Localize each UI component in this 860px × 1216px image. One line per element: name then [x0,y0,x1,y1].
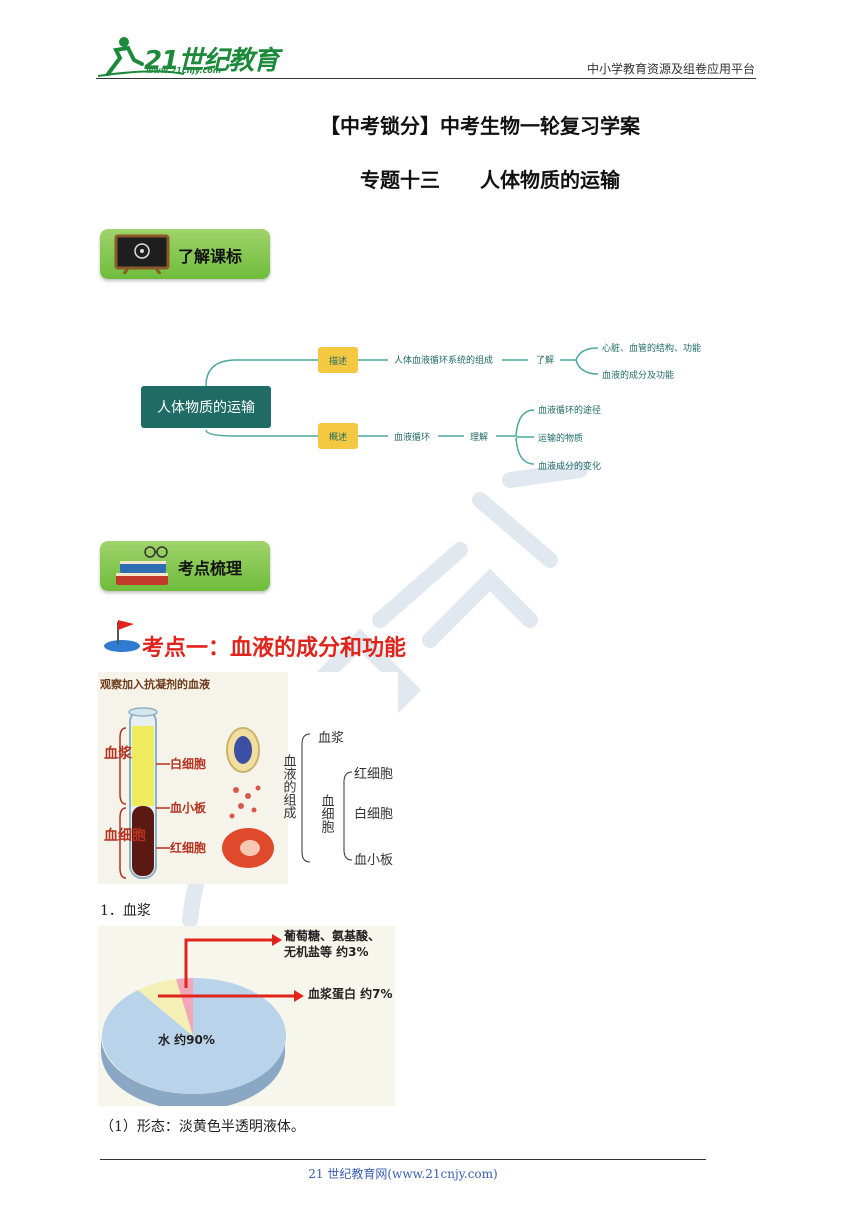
cell-type: 血小板 [354,853,393,868]
pie-label-others-1: 葡萄糖、氨基酸、 [283,928,380,943]
mindmap-root: 人体物质的运输 [157,400,255,416]
blood-composition-figure: 观察加入抗凝剂的血液 血浆 血细胞 白细胞 血小板 红细胞 血液的组成 血浆 血… [98,672,398,884]
arrow-label: 红细胞 [170,840,206,855]
flag-icon [104,620,140,652]
header-platform-text: 中小学教育资源及组卷应用平台 [586,62,755,76]
mindmap: 人体物质的运输 描述 概述 人体血液循环系统的组成 了解 心脏、血管的结构、功能… [141,342,701,472]
mindmap-root-box [141,386,271,428]
mindmap-tag-bottom: 概述 [329,431,347,443]
composition-label: 血液的组成 [281,754,297,820]
mindmap-leaf: 血液的成分及功能 [602,369,674,381]
footer-text: 21 世纪教育网(www.21cnjy.com) [308,1167,498,1181]
mindmap-verb-top: 了解 [536,354,554,366]
cells-label: 血细胞 [319,794,335,833]
logo-runner-icon [97,37,185,77]
left-label-plasma: 血浆 [104,745,133,762]
pie-slice-others [176,978,193,1036]
cell-type: 红细胞 [354,766,393,782]
footer-divider [100,1159,706,1160]
item-plasma-form: （1）形态：淡黄色半透明液体。 [100,1119,305,1135]
pie-label-water: 水 约90% [158,1032,215,1047]
section-understand-standard: 了解课标 [100,229,270,279]
mindmap-topic-top: 人体血液循环系统的组成 [394,354,493,366]
plasma-composition-pie: 葡萄糖、氨基酸、 无机盐等 约3% 血浆蛋白 约7% 水 约90% [98,926,395,1106]
pie-label-others-2: 无机盐等 约3% [283,944,369,959]
pie-slice-water [102,977,287,1094]
mindmap-verb-bottom: 理解 [470,431,488,443]
header-divider [96,78,756,79]
books-icon [116,546,168,585]
platelets-image [229,785,261,819]
item-plasma-heading: 1．血浆 [100,903,151,919]
logo-text: 21世纪教育 [144,46,279,76]
mindmap-leaf: 心脏、血管的结构、功能 [602,342,701,354]
figure-caption: 观察加入抗凝剂的血液 [100,677,211,691]
section-key-points: 考点梳理 [100,541,270,591]
arrow-label: 血小板 [170,800,207,815]
left-cells-text: 血细胞 [104,827,146,844]
plasma-label: 血浆 [318,731,344,746]
mindmap-tag-bottom-box [318,423,358,449]
mindmap-topic-bottom: 血液循环 [394,431,430,443]
page-title: 【中考锁分】中考生物一轮复习学案 [320,114,640,138]
page-subtitle: 专题十三 人体物质的运输 [360,168,620,192]
section-understand-label: 了解课标 [178,247,243,266]
arrow-label: 白细胞 [170,756,206,771]
blackboard-icon [114,234,170,274]
pie-label-protein: 血浆蛋白 约7% [308,986,393,1001]
mindmap-leaf: 运输的物质 [538,432,583,444]
mindmap-tag-top-box [318,347,358,373]
mindmap-leaf: 血液循环的途径 [538,404,601,416]
logo-url: www.21cnjy.com [146,66,222,75]
left-plasma-text: 血浆 [104,745,133,762]
pie-slice-protein [138,979,193,1036]
key-point-title: 考点一：血液的成分和功能 [142,635,407,661]
mindmap-tag-top: 描述 [329,355,347,367]
left-label-cells: 血细胞 [104,827,146,844]
cell-type: 白细胞 [354,806,393,822]
mindmap-leaf: 血液成分的变化 [538,460,601,472]
section-key-points-label: 考点梳理 [178,559,243,578]
